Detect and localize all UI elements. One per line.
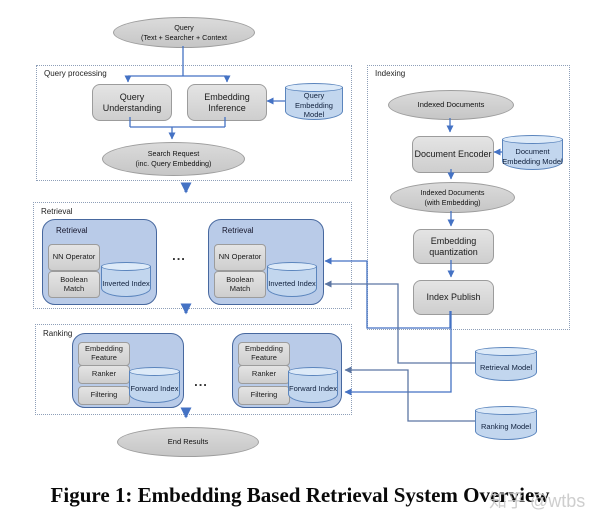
retrieval-shard-1-label: Retrieval <box>56 226 88 235</box>
ellipsis-retrieval: ... <box>172 248 186 263</box>
node-nn-operator-1: NN Operator <box>48 244 100 271</box>
ellipsis-ranking: ... <box>194 374 208 389</box>
cylinder-document-embedding-model: Document Embedding Model <box>502 135 563 170</box>
inverted-index-2-label: Inverted Index <box>268 278 316 288</box>
node-embedding-quantization: Embedding quantization <box>413 229 494 264</box>
cylinder-top <box>285 83 343 92</box>
cylinder-top <box>502 135 563 144</box>
node-query-understanding: Query Understanding <box>92 84 172 121</box>
search-request-line2: (inc. Query Embedding) <box>135 159 212 168</box>
node-embedding-feature-1: Embedding Feature <box>78 342 130 366</box>
section-ranking-label: Ranking <box>43 329 73 338</box>
search-request-line1: Search Request <box>147 149 200 159</box>
cylinder-top <box>475 347 537 356</box>
node-indexed-documents: Indexed Documents <box>388 90 514 120</box>
retrieval-model-label: Retrieval Model <box>479 363 533 373</box>
indexed-documents-embedding-line1: Indexed Documents <box>420 187 485 197</box>
cylinder-body <box>288 371 338 403</box>
cylinder-ranking-model: Ranking Model <box>475 406 537 440</box>
query-embedding-model-label: Query Embedding Model <box>295 90 333 120</box>
node-filtering-1: Filtering <box>78 386 130 405</box>
cylinder-top <box>267 262 317 271</box>
forward-index-2-label: Forward Index <box>289 384 337 394</box>
cylinder-body <box>475 351 537 381</box>
node-query: Query (Text + Searcher + Context <box>113 17 255 48</box>
cylinder-top <box>101 262 151 271</box>
node-ranker-2: Ranker <box>238 365 290 384</box>
node-nn-operator-2: NN Operator <box>214 244 266 271</box>
node-boolean-match-1: Boolean Match <box>48 271 100 298</box>
ranking-model-label: Ranking Model <box>480 422 532 432</box>
query-subtitle: (Text + Searcher + Context <box>141 32 227 42</box>
node-embedding-inference: Embedding Inference <box>187 84 267 121</box>
indexed-documents-embedding-line2: (with Embedding) <box>424 197 481 207</box>
node-document-encoder: Document Encoder <box>412 136 494 173</box>
cylinder-inverted-index-2: Inverted Index <box>267 262 317 297</box>
cylinder-inverted-index-1: Inverted Index <box>101 262 151 297</box>
figure-caption: Figure 1: Embedding Based Retrieval Syst… <box>50 483 550 507</box>
node-search-request: Search Request (inc. Query Embedding) <box>102 142 245 176</box>
node-embedding-feature-2: Embedding Feature <box>238 342 290 366</box>
arrow-ranking-model-to-ranking <box>344 366 475 422</box>
end-results-label: End Results <box>167 436 209 446</box>
section-retrieval-label: Retrieval <box>41 207 73 216</box>
cylinder-body <box>475 410 537 440</box>
cylinder-forward-index-1: Forward Index <box>129 367 180 403</box>
retrieval-shard-2-label: Retrieval <box>222 226 254 235</box>
query-title: Query <box>174 22 194 32</box>
node-boolean-match-2: Boolean Match <box>214 271 266 298</box>
document-embedding-model-label: Document Embedding Model <box>502 146 563 166</box>
indexed-documents-label: Indexed Documents <box>417 99 485 109</box>
section-query-processing-label: Query processing <box>44 69 107 78</box>
section-retrieval <box>33 202 352 309</box>
cylinder-query-embedding-model: Query Embedding Model <box>285 83 343 120</box>
cylinder-top <box>475 406 537 415</box>
inverted-index-1-label: Inverted Index <box>102 278 150 288</box>
section-indexing-label: Indexing <box>375 69 406 78</box>
forward-index-1-label: Forward Index <box>130 384 179 394</box>
node-end-results: End Results <box>117 427 259 457</box>
cylinder-top <box>129 367 180 376</box>
cylinder-retrieval-model: Retrieval Model <box>475 347 537 381</box>
cylinder-top <box>288 367 338 376</box>
cylinder-forward-index-2: Forward Index <box>288 367 338 403</box>
node-ranker-1: Ranker <box>78 365 130 384</box>
node-index-publish: Index Publish <box>413 280 494 315</box>
node-indexed-documents-embedding: Indexed Documents (with Embedding) <box>390 182 515 213</box>
watermark: 知乎 @wtbs <box>489 491 586 511</box>
node-filtering-2: Filtering <box>238 386 290 405</box>
